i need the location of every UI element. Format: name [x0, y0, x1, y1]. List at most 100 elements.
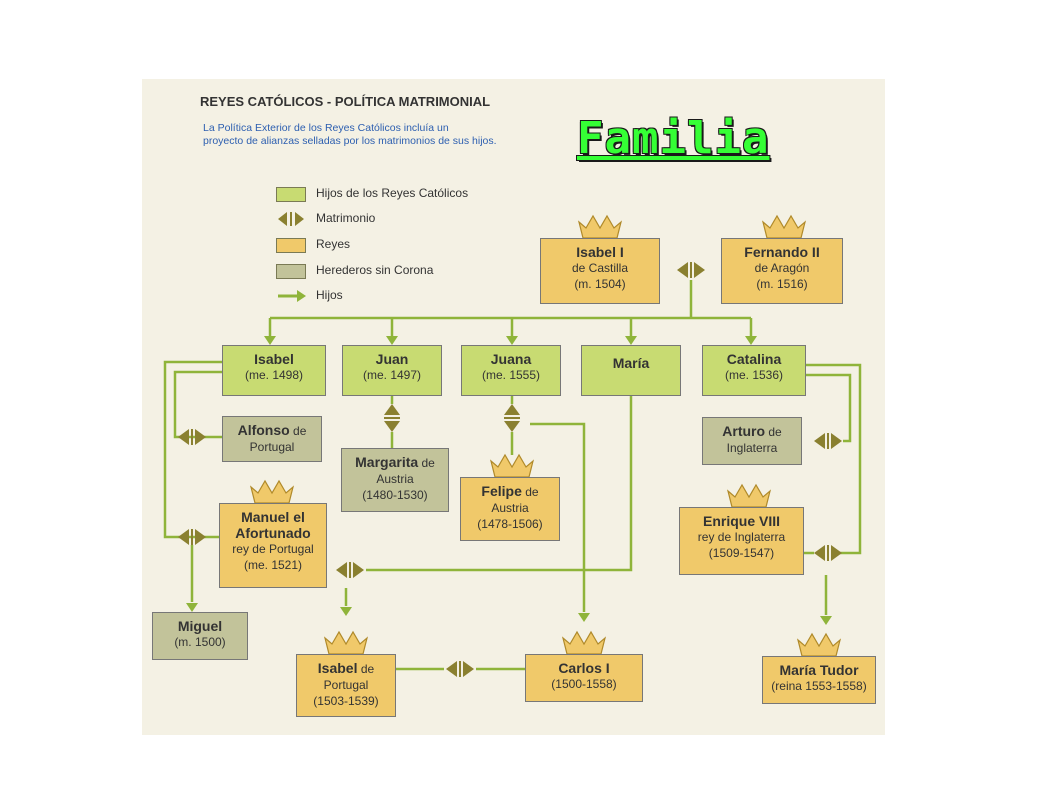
node-line: (1500-1558) — [551, 677, 617, 691]
arrowhead — [578, 613, 590, 622]
legend-label: Reyes — [316, 237, 351, 251]
crown-icon — [796, 632, 842, 657]
marriage-icon — [336, 562, 347, 578]
node-margarita: Margarita de Austria (1480-1530) — [341, 448, 449, 512]
node-name: Isabel — [254, 351, 294, 367]
marriage-icon — [504, 404, 520, 415]
marriage-icon — [831, 545, 842, 561]
legend-swatch-kings — [276, 238, 306, 253]
crown-icon — [249, 479, 295, 504]
node-name-tail: de — [765, 425, 782, 439]
marriage-icon — [353, 562, 364, 578]
marriage-icon — [195, 529, 206, 545]
node-line: (me. 1498) — [244, 368, 304, 382]
node-name: Alfonso — [237, 422, 290, 438]
node-maria: María — [581, 345, 681, 396]
marriage-icon — [677, 262, 688, 278]
crown-icon — [489, 453, 535, 478]
marriage-icon — [195, 429, 206, 445]
marriage-icon — [463, 661, 474, 677]
node-name: Catalina — [726, 351, 782, 367]
node-line: (1478-1506) — [477, 517, 543, 531]
node-line: (me. 1536) — [724, 368, 784, 382]
banner-title: Familia — [577, 113, 770, 164]
arrowhead — [386, 336, 398, 345]
connector-line — [173, 370, 222, 439]
arrowhead — [625, 336, 637, 345]
node-line: (1503-1539) — [313, 694, 379, 708]
arrowhead — [820, 616, 832, 625]
legend-label: Matrimonio — [316, 211, 376, 225]
connector-line — [806, 363, 862, 555]
diagram-heading: REYES CATÓLICOS - POLÍTICA MATRIMONIAL — [200, 94, 491, 109]
node-line: (me. 1521) — [243, 558, 303, 572]
node-name: Fernando II — [744, 244, 820, 260]
node-line: Austria — [491, 501, 529, 515]
node-line: de Aragón — [754, 261, 810, 275]
node-line: rey de Inglaterra — [697, 530, 786, 544]
node-name-2: Afortunado — [235, 525, 311, 541]
node-line: de Castilla — [571, 261, 629, 275]
marriage-icon — [694, 262, 705, 278]
node-enrique-viii: Enrique VIII rey de Inglaterra (1509-154… — [679, 507, 804, 575]
marriage-icon — [446, 661, 457, 677]
connector-line — [806, 373, 852, 443]
node-name: Margarita — [355, 454, 419, 470]
marriage-icon — [831, 433, 842, 449]
marriage-icon — [504, 421, 520, 432]
node-line: Austria — [376, 472, 414, 486]
arrowhead — [745, 336, 757, 345]
legend-swatch-heirs — [276, 264, 306, 279]
node-name-tail: de — [521, 485, 539, 499]
marriage-icon — [349, 562, 351, 578]
node-name: María Tudor — [779, 662, 859, 678]
arrow-icon — [278, 290, 306, 302]
node-line: (m. 1504) — [574, 277, 626, 291]
marriage-icon — [827, 433, 829, 449]
node-line: (1480-1530) — [362, 488, 428, 502]
node-name: Isabel I — [576, 244, 624, 260]
node-juan: Juan (me. 1497) — [342, 345, 442, 396]
crown-icon — [761, 214, 807, 239]
intro-line-1: La Política Exterior de los Reyes Católi… — [203, 122, 449, 134]
node-name: Enrique VIII — [702, 513, 780, 529]
marriage-icon — [384, 421, 400, 432]
node-fernando-ii: Fernando II de Aragón (m. 1516) — [721, 238, 843, 304]
marriage-icon — [191, 429, 193, 445]
node-name: María — [612, 355, 650, 371]
crown-icon — [726, 483, 772, 508]
marriage-icon — [814, 545, 825, 561]
node-name: Arturo — [722, 423, 766, 439]
node-isabel: Isabel (me. 1498) — [222, 345, 326, 396]
node-name: Manuel el — [241, 509, 305, 525]
node-name: Juan — [375, 351, 409, 367]
legend-label: Herederos sin Corona — [316, 263, 434, 277]
node-line: Portugal — [249, 440, 295, 454]
crown-icon — [577, 214, 623, 239]
node-line: (me. 1555) — [481, 368, 541, 382]
node-line: Inglaterra — [726, 441, 778, 455]
marriage-icon — [278, 212, 304, 226]
crown-icon — [561, 630, 607, 655]
node-line: Portugal — [323, 678, 369, 692]
node-arturo: Arturo de Inglaterra — [702, 417, 802, 465]
marriage-icon — [384, 404, 400, 415]
arrowhead — [506, 336, 518, 345]
node-juana: Juana (me. 1555) — [461, 345, 561, 396]
node-alfonso: Alfonso de Portugal — [222, 416, 322, 462]
legend-label: Hijos de los Reyes Católicos — [316, 186, 469, 200]
connector-line — [366, 396, 633, 572]
legend-label: Hijos — [316, 288, 343, 302]
marriage-icon — [178, 429, 189, 445]
connector-line — [163, 360, 222, 539]
node-catalina: Catalina (me. 1536) — [702, 345, 806, 396]
node-line: (me. 1497) — [362, 368, 422, 382]
node-name: Juana — [490, 351, 532, 367]
marriage-icon — [178, 529, 189, 545]
intro-line-2: proyecto de alianzas selladas por los ma… — [203, 135, 497, 147]
node-line: (m. 1516) — [756, 277, 808, 291]
marriage-icon — [384, 417, 400, 419]
node-name-tail: de — [418, 456, 435, 470]
node-felipe: Felipe de Austria (1478-1506) — [460, 477, 560, 541]
